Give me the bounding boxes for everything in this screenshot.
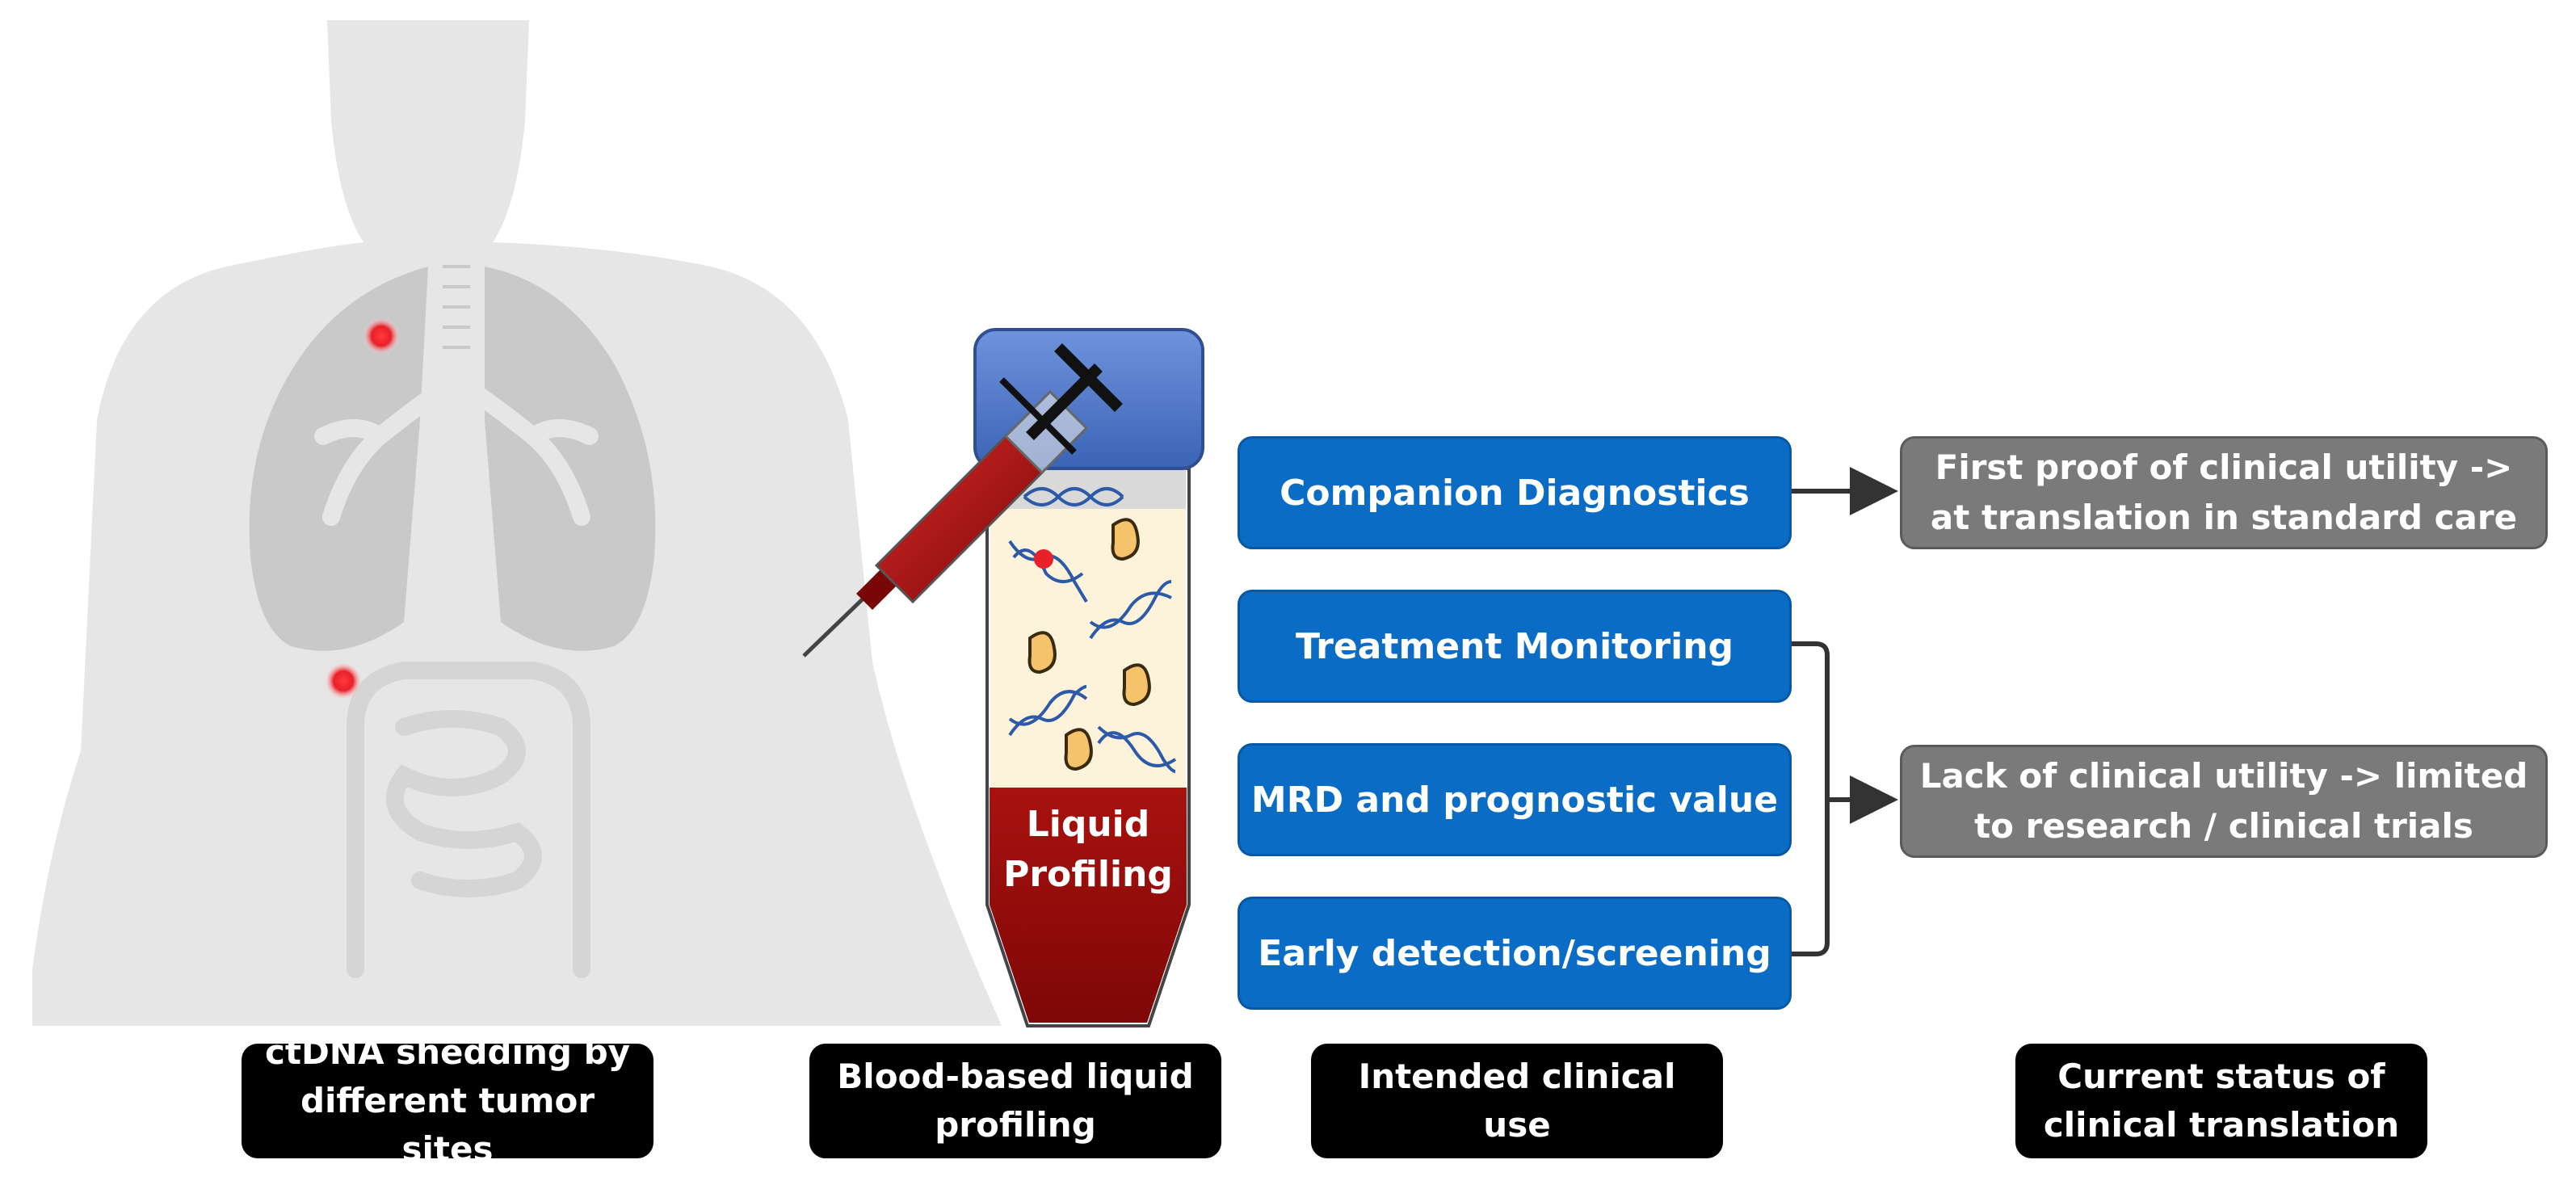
tumor-dot-colon bbox=[326, 663, 361, 699]
intestines bbox=[347, 662, 590, 978]
use-box-mrd-prognostic: MRD and prognostic value bbox=[1238, 743, 1792, 856]
caption-intended-use: Intended clinical use bbox=[1311, 1044, 1723, 1158]
connector-lines bbox=[1792, 467, 1898, 956]
tube-label: Liquid Profiling bbox=[1003, 804, 1173, 895]
syringe-icon bbox=[802, 343, 1123, 658]
lungs bbox=[249, 267, 656, 651]
protein-shapes bbox=[1027, 518, 1151, 771]
use-box-early-detection: Early detection/screening bbox=[1238, 897, 1792, 1010]
caption-liquid-profiling: Blood-based liquid profiling bbox=[809, 1044, 1221, 1158]
trachea bbox=[314, 250, 599, 526]
tumor-dna-dot bbox=[1034, 549, 1053, 569]
status-box-lack-utility: Lack of clinical utility -> limited to r… bbox=[1900, 745, 2548, 858]
dna-strands bbox=[1008, 487, 1177, 773]
caption-ctdna-shedding: ctDNA shedding by different tumor sites bbox=[242, 1032, 653, 1169]
caption-current-status: Current status of clinical translation bbox=[2015, 1044, 2427, 1158]
use-box-treatment-monitoring: Treatment Monitoring bbox=[1238, 590, 1792, 703]
status-box-clinical-utility: First proof of clinical utility -> at tr… bbox=[1900, 436, 2548, 549]
use-box-companion-diagnostics: Companion Diagnostics bbox=[1238, 436, 1792, 549]
tumor-dot-lung bbox=[363, 318, 399, 354]
